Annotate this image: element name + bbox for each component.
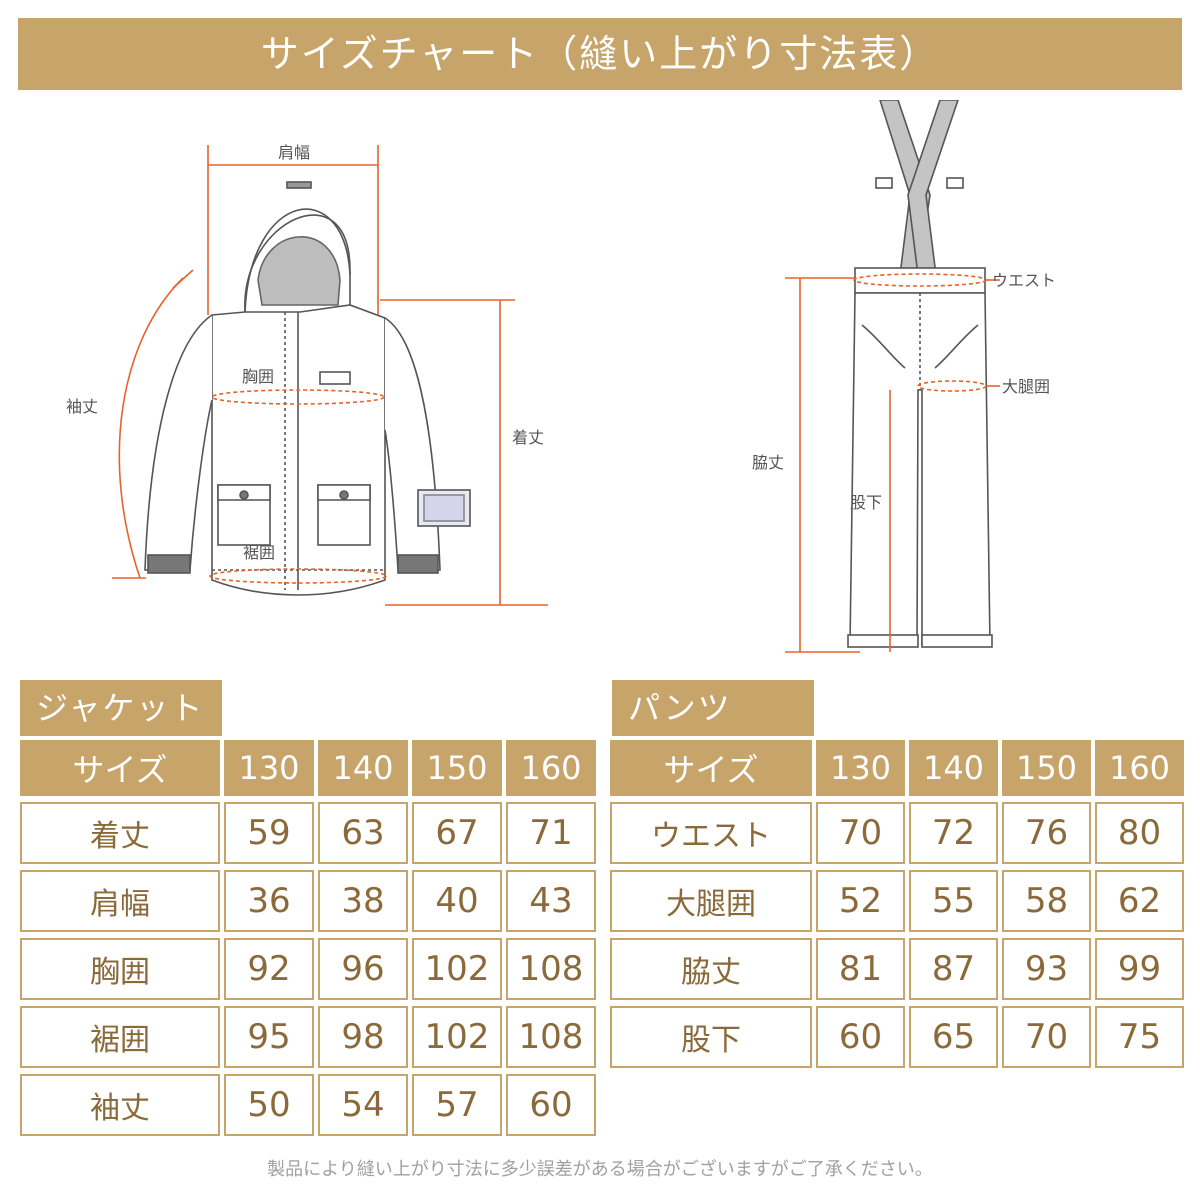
table-cell: 75 xyxy=(1095,1006,1184,1068)
table-row: 袖丈 50 54 57 60 xyxy=(20,1074,596,1136)
size-col-header: 150 xyxy=(412,740,502,796)
pants-label-outseam: 脇丈 xyxy=(752,453,784,472)
disclaimer-footnote: 製品により縫い上がり寸法に多少誤差がある場合がございますがご了承ください。 xyxy=(267,1159,933,1180)
table-cell: 60 xyxy=(506,1074,596,1136)
table-cell: 65 xyxy=(909,1006,998,1068)
size-col-header: 140 xyxy=(909,740,998,796)
size-col-header: 130 xyxy=(224,740,314,796)
table-cell: 52 xyxy=(816,870,905,932)
table-row: 着丈 59 63 67 71 xyxy=(20,802,596,864)
table-cell: 63 xyxy=(318,802,408,864)
table-cell: 70 xyxy=(816,802,905,864)
table-cell: 67 xyxy=(412,802,502,864)
table-cell: 95 xyxy=(224,1006,314,1068)
table-cell: 76 xyxy=(1002,802,1091,864)
jacket-label-shoulder: 肩幅 xyxy=(278,143,310,162)
pants-measure-lines xyxy=(785,273,1000,653)
table-cell: 102 xyxy=(412,1006,502,1068)
row-label: 股下 xyxy=(610,1006,812,1068)
table-row: 裾囲 95 98 102 108 xyxy=(20,1006,596,1068)
row-label: 袖丈 xyxy=(20,1074,220,1136)
size-col-header: 160 xyxy=(506,740,596,796)
pants-illustration xyxy=(847,100,993,648)
table-cell: 102 xyxy=(412,938,502,1000)
table-cell: 92 xyxy=(224,938,314,1000)
table-row: ウエスト 70 72 76 80 xyxy=(610,802,1184,864)
row-label: 脇丈 xyxy=(610,938,812,1000)
row-label: ウエスト xyxy=(610,802,812,864)
table-row: 脇丈 81 87 93 99 xyxy=(610,938,1184,1000)
table-cell: 108 xyxy=(506,938,596,1000)
table-header-row: サイズ 130 140 150 160 xyxy=(20,740,596,796)
table-cell: 70 xyxy=(1002,1006,1091,1068)
jacket-section-label: ジャケット xyxy=(20,680,222,736)
page-title: サイズチャート（縫い上がり寸法表） xyxy=(18,18,1182,90)
table-cell: 62 xyxy=(1095,870,1184,932)
row-label: 裾囲 xyxy=(20,1006,220,1068)
table-cell: 80 xyxy=(1095,802,1184,864)
table-cell: 55 xyxy=(909,870,998,932)
table-cell: 98 xyxy=(318,1006,408,1068)
jacket-size-table: サイズ 130 140 150 160 着丈 59 63 67 71 肩幅 36… xyxy=(16,734,600,1142)
table-header-row: サイズ 130 140 150 160 xyxy=(610,740,1184,796)
table-cell: 54 xyxy=(318,1074,408,1136)
table-cell: 36 xyxy=(224,870,314,932)
table-cell: 43 xyxy=(506,870,596,932)
pants-size-table: サイズ 130 140 150 160 ウエスト 70 72 76 80 大腿囲… xyxy=(606,734,1188,1074)
garment-illustrations: 肩幅 胸囲 裾囲 袖丈 着丈 ウエスト 大腿囲 脇丈 股下 xyxy=(66,100,1056,653)
table-cell: 50 xyxy=(224,1074,314,1136)
table-row: 胸囲 92 96 102 108 xyxy=(20,938,596,1000)
jacket-illustration xyxy=(144,181,471,596)
table-cell: 71 xyxy=(506,802,596,864)
size-header: サイズ xyxy=(610,740,812,796)
size-col-header: 160 xyxy=(1095,740,1184,796)
table-cell: 108 xyxy=(506,1006,596,1068)
pants-label-inseam: 股下 xyxy=(850,493,882,512)
table-cell: 60 xyxy=(816,1006,905,1068)
table-cell: 87 xyxy=(909,938,998,1000)
table-cell: 57 xyxy=(412,1074,502,1136)
table-cell: 40 xyxy=(412,870,502,932)
table-cell: 58 xyxy=(1002,870,1091,932)
row-label: 大腿囲 xyxy=(610,870,812,932)
size-col-header: 140 xyxy=(318,740,408,796)
table-cell: 72 xyxy=(909,802,998,864)
size-header: サイズ xyxy=(20,740,220,796)
table-cell: 59 xyxy=(224,802,314,864)
pants-label-thigh: 大腿囲 xyxy=(1002,377,1050,396)
jacket-measure-lines xyxy=(112,145,548,606)
jacket-label-sleeve: 袖丈 xyxy=(66,397,98,416)
jacket-label-length: 着丈 xyxy=(512,428,544,447)
table-cell: 81 xyxy=(816,938,905,1000)
size-col-header: 150 xyxy=(1002,740,1091,796)
jacket-label-hem: 裾囲 xyxy=(243,543,275,562)
size-col-header: 130 xyxy=(816,740,905,796)
pants-section-label: パンツ xyxy=(612,680,814,736)
pants-label-waist: ウエスト xyxy=(992,271,1056,290)
table-cell: 93 xyxy=(1002,938,1091,1000)
table-cell: 38 xyxy=(318,870,408,932)
row-label: 着丈 xyxy=(20,802,220,864)
row-label: 肩幅 xyxy=(20,870,220,932)
table-row: 股下 60 65 70 75 xyxy=(610,1006,1184,1068)
table-row: 肩幅 36 38 40 43 xyxy=(20,870,596,932)
table-cell: 99 xyxy=(1095,938,1184,1000)
jacket-label-chest: 胸囲 xyxy=(242,367,274,386)
table-cell: 96 xyxy=(318,938,408,1000)
table-row: 大腿囲 52 55 58 62 xyxy=(610,870,1184,932)
row-label: 胸囲 xyxy=(20,938,220,1000)
